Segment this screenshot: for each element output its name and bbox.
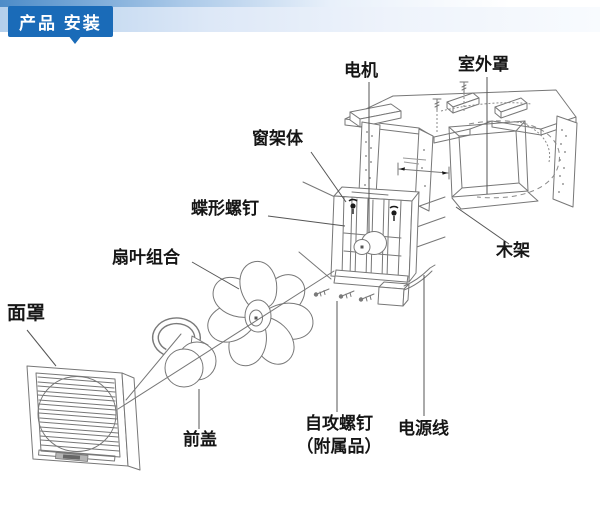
label-front-cover: 前盖 — [183, 430, 217, 449]
label-self-tapping-screw-line2: （附属品） — [296, 436, 382, 456]
label-self-tapping-screw-line1: 自攻螺钉 — [305, 414, 373, 433]
wood-frame-drawing — [448, 120, 539, 210]
fan-blade-assembly-drawing — [207, 261, 314, 367]
power-cord-drawing — [403, 264, 436, 291]
label-fan-blade-assembly: 扇叶组合 — [112, 248, 180, 267]
outdoor-cover-drawing — [440, 102, 560, 199]
label-outdoor-cover: 室外罩 — [458, 55, 509, 74]
header-top-strip — [0, 0, 600, 7]
front-cover-drawing — [164, 341, 217, 388]
label-motor: 电机 — [344, 61, 378, 80]
window-frame-body-drawing — [313, 186, 436, 307]
self-tapping-screws-icon — [313, 288, 375, 302]
badge-pointer-triangle — [64, 30, 86, 44]
butterfly-screw-icon — [348, 198, 399, 221]
label-butterfly-screw: 蝶形螺钉 — [191, 199, 259, 218]
section-title-badge: 产品 安装 — [8, 6, 113, 37]
label-window-frame-body: 窗架体 — [252, 129, 303, 148]
label-self-tapping-screw: 自攻螺钉 （附属品） — [281, 413, 397, 459]
face-cover-drawing — [26, 365, 141, 471]
assembly-axis-lines — [117, 270, 335, 410]
label-power-cord: 电源线 — [398, 419, 449, 438]
dimension-annotation — [397, 157, 450, 180]
mounting-screw-guides — [432, 81, 469, 132]
label-leader-lines — [26, 77, 510, 429]
label-wood-frame: 木架 — [496, 241, 530, 260]
label-face-cover: 面罩 — [7, 303, 46, 324]
